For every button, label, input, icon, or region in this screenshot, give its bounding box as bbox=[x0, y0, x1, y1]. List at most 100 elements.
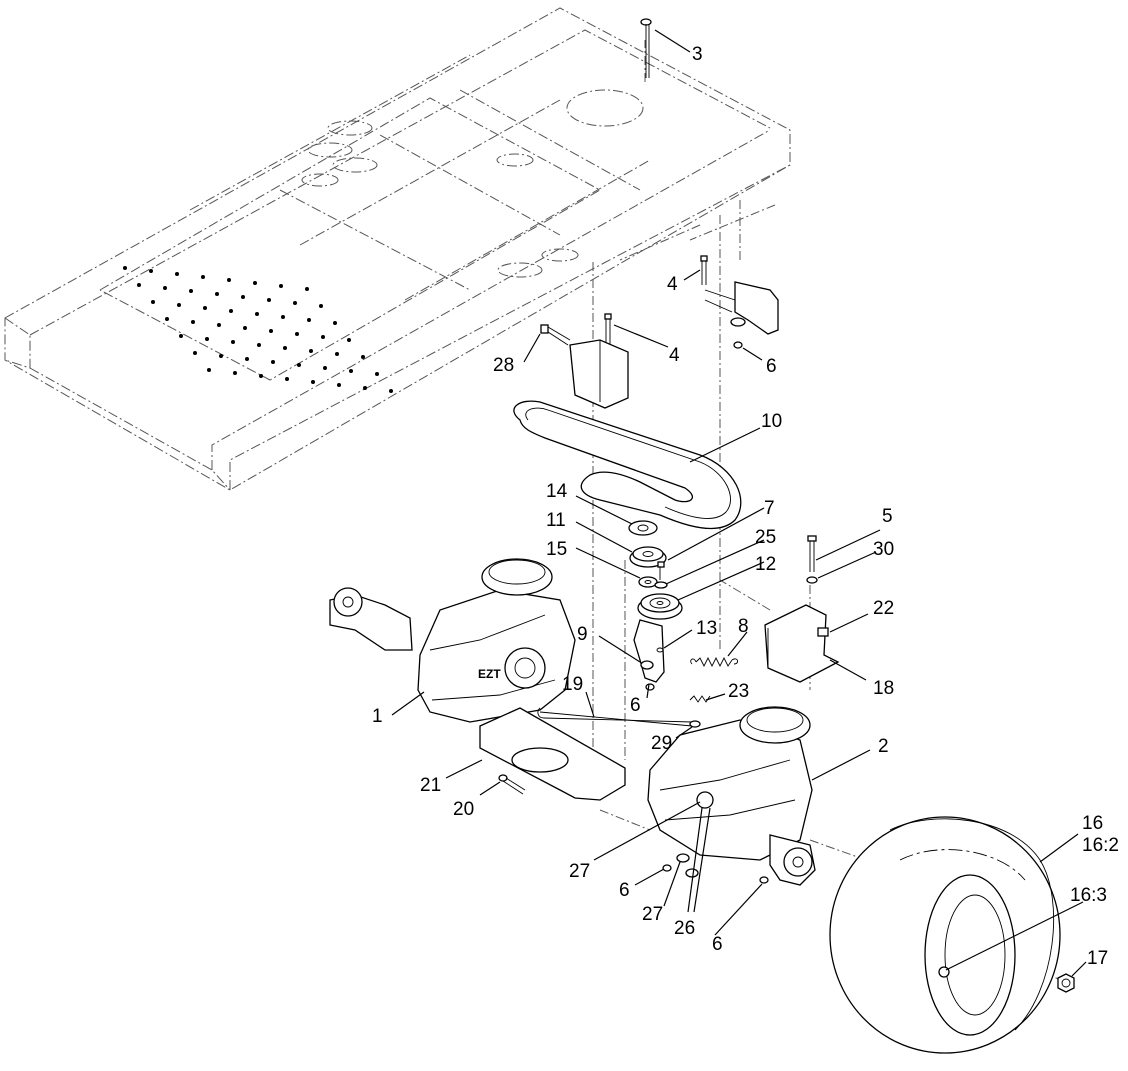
callout-3: 3 bbox=[692, 44, 703, 65]
frame-hole bbox=[259, 374, 263, 378]
callout-14: 14 bbox=[546, 481, 568, 502]
frame-hole bbox=[267, 298, 271, 302]
idler-bracket bbox=[569, 339, 629, 409]
frame-hole bbox=[253, 281, 257, 285]
frame-hole bbox=[375, 372, 379, 376]
transaxle-1: EZT bbox=[329, 558, 576, 723]
callout-18: 18 bbox=[873, 678, 894, 699]
washer-25 bbox=[654, 581, 668, 589]
frame-hole bbox=[337, 383, 341, 387]
frame-hole bbox=[201, 275, 205, 279]
frame-hole bbox=[207, 368, 211, 372]
leader-lines bbox=[391, 29, 1087, 977]
frame-hole bbox=[321, 335, 325, 339]
frame-hole bbox=[283, 346, 287, 350]
frame-hole bbox=[189, 289, 193, 293]
frame-hole bbox=[193, 351, 197, 355]
callout-9: 9 bbox=[577, 624, 588, 645]
frame-hole bbox=[123, 266, 127, 270]
clip-29 bbox=[689, 720, 701, 728]
drive-belt-10 bbox=[513, 400, 742, 530]
idler-arm-13 bbox=[633, 619, 665, 683]
bolt-4-right bbox=[700, 255, 708, 285]
callout-20: 20 bbox=[453, 799, 474, 820]
frame-hole bbox=[311, 380, 315, 384]
callout-1: 1 bbox=[372, 706, 383, 727]
frame-hole bbox=[281, 315, 285, 319]
frame-hole bbox=[295, 332, 299, 336]
callout-4: 4 bbox=[669, 345, 680, 366]
nut-6-lower-right bbox=[759, 876, 769, 884]
frame-hole bbox=[243, 326, 247, 330]
callout-17: 17 bbox=[1087, 948, 1108, 969]
pulley-14 bbox=[628, 520, 658, 536]
callout-6: 6 bbox=[712, 934, 723, 955]
frame-hole bbox=[179, 334, 183, 338]
callout-26: 26 bbox=[674, 918, 695, 939]
callout-6: 6 bbox=[766, 356, 777, 377]
washer-30 bbox=[806, 576, 818, 584]
frame-hole bbox=[389, 389, 393, 393]
frame-hole bbox=[361, 355, 365, 359]
frame-hole bbox=[307, 318, 311, 322]
pivot-bracket bbox=[704, 281, 779, 335]
frame-hole bbox=[309, 349, 313, 353]
idler-pulley-11 bbox=[629, 546, 667, 568]
frame-hole bbox=[269, 329, 273, 333]
frame-hole bbox=[271, 360, 275, 364]
frame-hole bbox=[245, 357, 249, 361]
bolt-28 bbox=[540, 324, 571, 346]
frame-hole bbox=[319, 304, 323, 308]
bolt-5 bbox=[807, 535, 817, 572]
pulley-12 bbox=[637, 593, 683, 620]
frame-hole bbox=[241, 295, 245, 299]
callout-4: 4 bbox=[667, 274, 678, 295]
lug-nut-17 bbox=[1057, 973, 1075, 993]
frame-hole bbox=[305, 287, 309, 291]
frame-hole bbox=[177, 303, 181, 307]
callout-5: 5 bbox=[882, 506, 893, 527]
callout-23: 23 bbox=[728, 681, 749, 702]
bolt-3 bbox=[640, 18, 652, 78]
frame-hole bbox=[257, 343, 261, 347]
frame-hole bbox=[227, 278, 231, 282]
callout-25: 25 bbox=[755, 527, 776, 548]
frame-hole bbox=[347, 338, 351, 342]
frame-hole bbox=[175, 272, 179, 276]
spring-8 bbox=[690, 656, 739, 668]
washer-27-lower bbox=[676, 853, 690, 863]
frame-hole bbox=[363, 386, 367, 390]
frame-hole bbox=[151, 300, 155, 304]
frame-holes bbox=[123, 266, 393, 393]
callout-11: 11 bbox=[546, 510, 566, 531]
callout-12: 12 bbox=[755, 554, 776, 575]
callout-16-3: 16:3 bbox=[1070, 885, 1107, 906]
frame-hole bbox=[293, 301, 297, 305]
callout-labels: 3 4 4 6 28 10 14 7 11 25 15 12 5 30 22 9… bbox=[372, 44, 1119, 969]
frame-hole bbox=[231, 340, 235, 344]
nut-6-lower-left bbox=[662, 864, 672, 872]
pin-20 bbox=[498, 774, 526, 795]
nut-6-arm bbox=[645, 683, 655, 691]
callout-2: 2 bbox=[878, 736, 889, 757]
callout-15: 15 bbox=[546, 539, 567, 560]
frame-hole bbox=[137, 283, 141, 287]
wheel-tire-16 bbox=[829, 816, 1061, 1054]
callout-8: 8 bbox=[738, 616, 749, 637]
svg-text:EZT: EZT bbox=[478, 667, 501, 681]
frame-hole bbox=[233, 371, 237, 375]
callout-21: 21 bbox=[420, 775, 441, 796]
spring-23 bbox=[689, 695, 711, 703]
callout-27: 27 bbox=[569, 861, 590, 882]
callout-27: 27 bbox=[642, 904, 663, 925]
nut-6-top bbox=[733, 341, 743, 349]
frame-hole bbox=[205, 337, 209, 341]
bracket-18 bbox=[764, 604, 840, 683]
callout-29: 29 bbox=[651, 733, 672, 754]
transaxle-2 bbox=[647, 706, 816, 886]
washer-15 bbox=[638, 576, 658, 588]
bolt-22 bbox=[817, 627, 829, 637]
callout-6: 6 bbox=[630, 695, 641, 716]
